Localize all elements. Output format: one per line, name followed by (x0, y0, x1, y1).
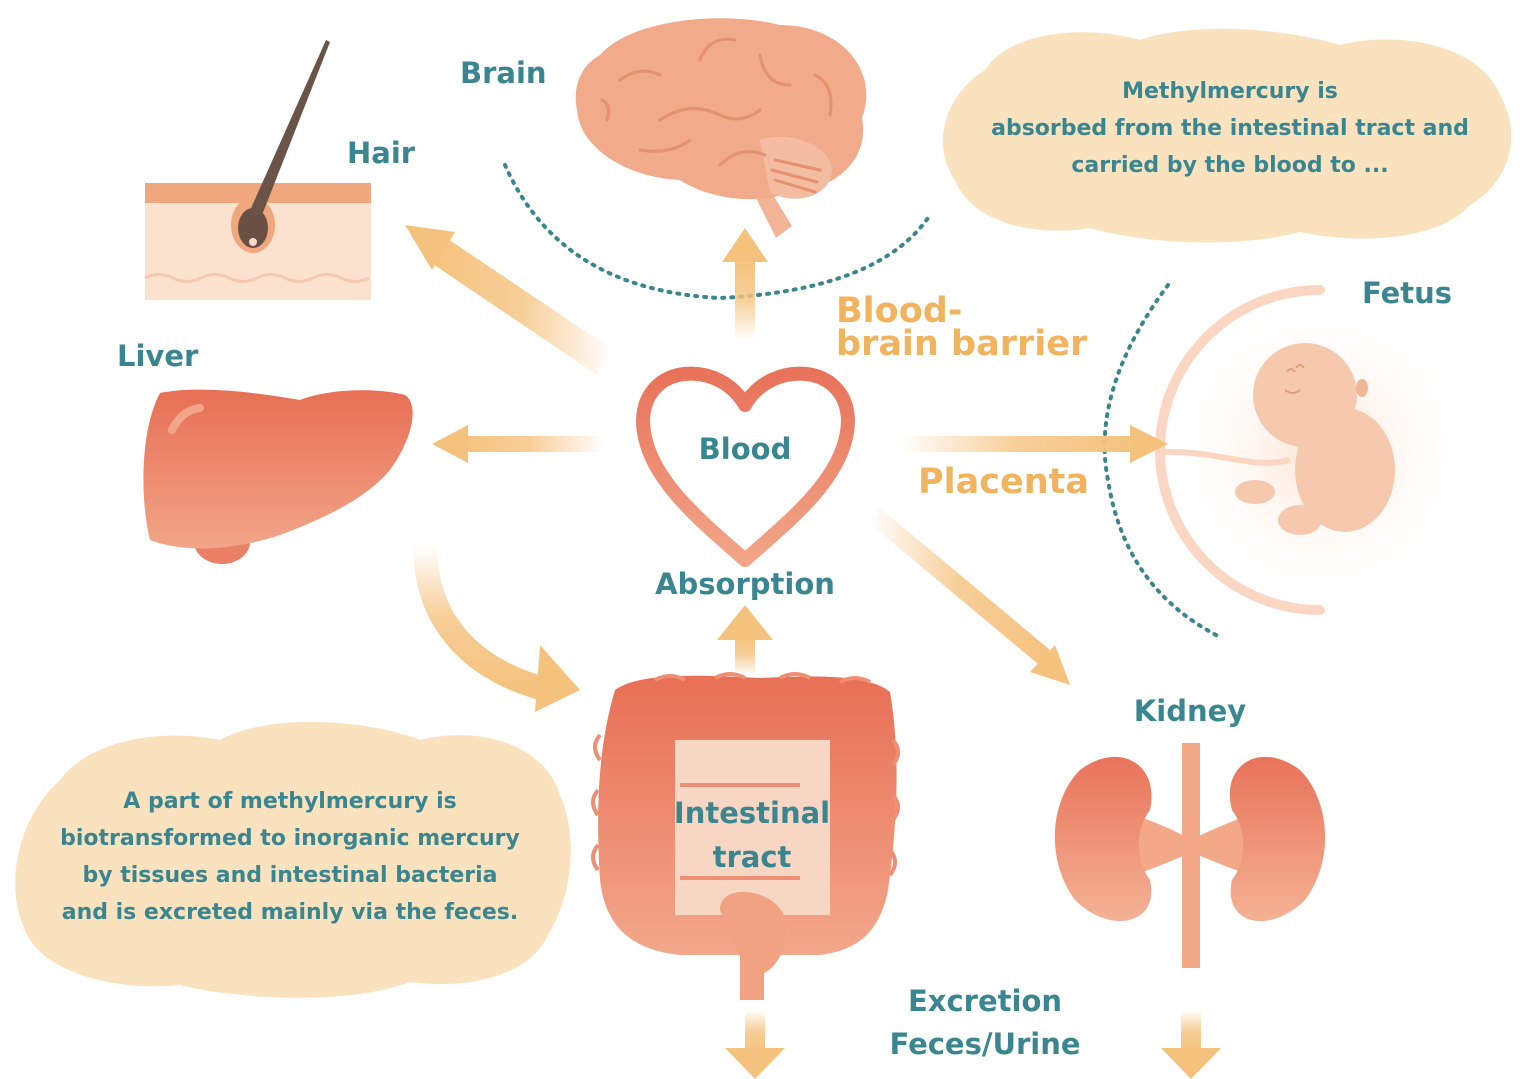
label-brain: Brain (460, 57, 547, 90)
liver-icon (143, 390, 412, 564)
arrow-liver-to-intestine (425, 545, 580, 712)
arrow-blood-to-fetus (898, 425, 1168, 463)
cloud-text-top-right: Methylmercury is absorbed from the intes… (960, 73, 1500, 184)
kidney-icon (1055, 743, 1325, 968)
arrow-kidney-excretion (1161, 1010, 1221, 1079)
arrow-blood-to-hair (405, 225, 613, 375)
fetus-icon (1160, 290, 1475, 610)
arrow-intestine-excretion (725, 1010, 785, 1079)
hair-skin-icon (145, 40, 371, 300)
brain-icon (576, 18, 867, 238)
arrow-blood-to-liver (432, 425, 605, 463)
arrow-blood-to-kidney (868, 508, 1070, 685)
label-fetus: Fetus (1362, 277, 1452, 310)
blood-heart-icon (643, 374, 848, 560)
label-excretion: Excretion Feces/Urine (870, 980, 1100, 1066)
label-liver: Liver (117, 340, 198, 373)
label-kidney: Kidney (1120, 695, 1260, 728)
cloud-text-bottom-left: A part of methylmercury is biotransforme… (30, 783, 550, 931)
label-blood-brain-barrier: Blood- brain barrier (836, 295, 1087, 362)
label-absorption: Absorption (645, 568, 845, 601)
arrow-blood-to-brain (722, 228, 768, 340)
label-placenta: Placenta (918, 466, 1089, 499)
arrow-intestine-to-blood (717, 605, 773, 675)
label-blood: Blood (690, 433, 800, 466)
label-hair: Hair (347, 137, 415, 170)
label-intestinal-tract: Intestinal tract (672, 791, 832, 879)
